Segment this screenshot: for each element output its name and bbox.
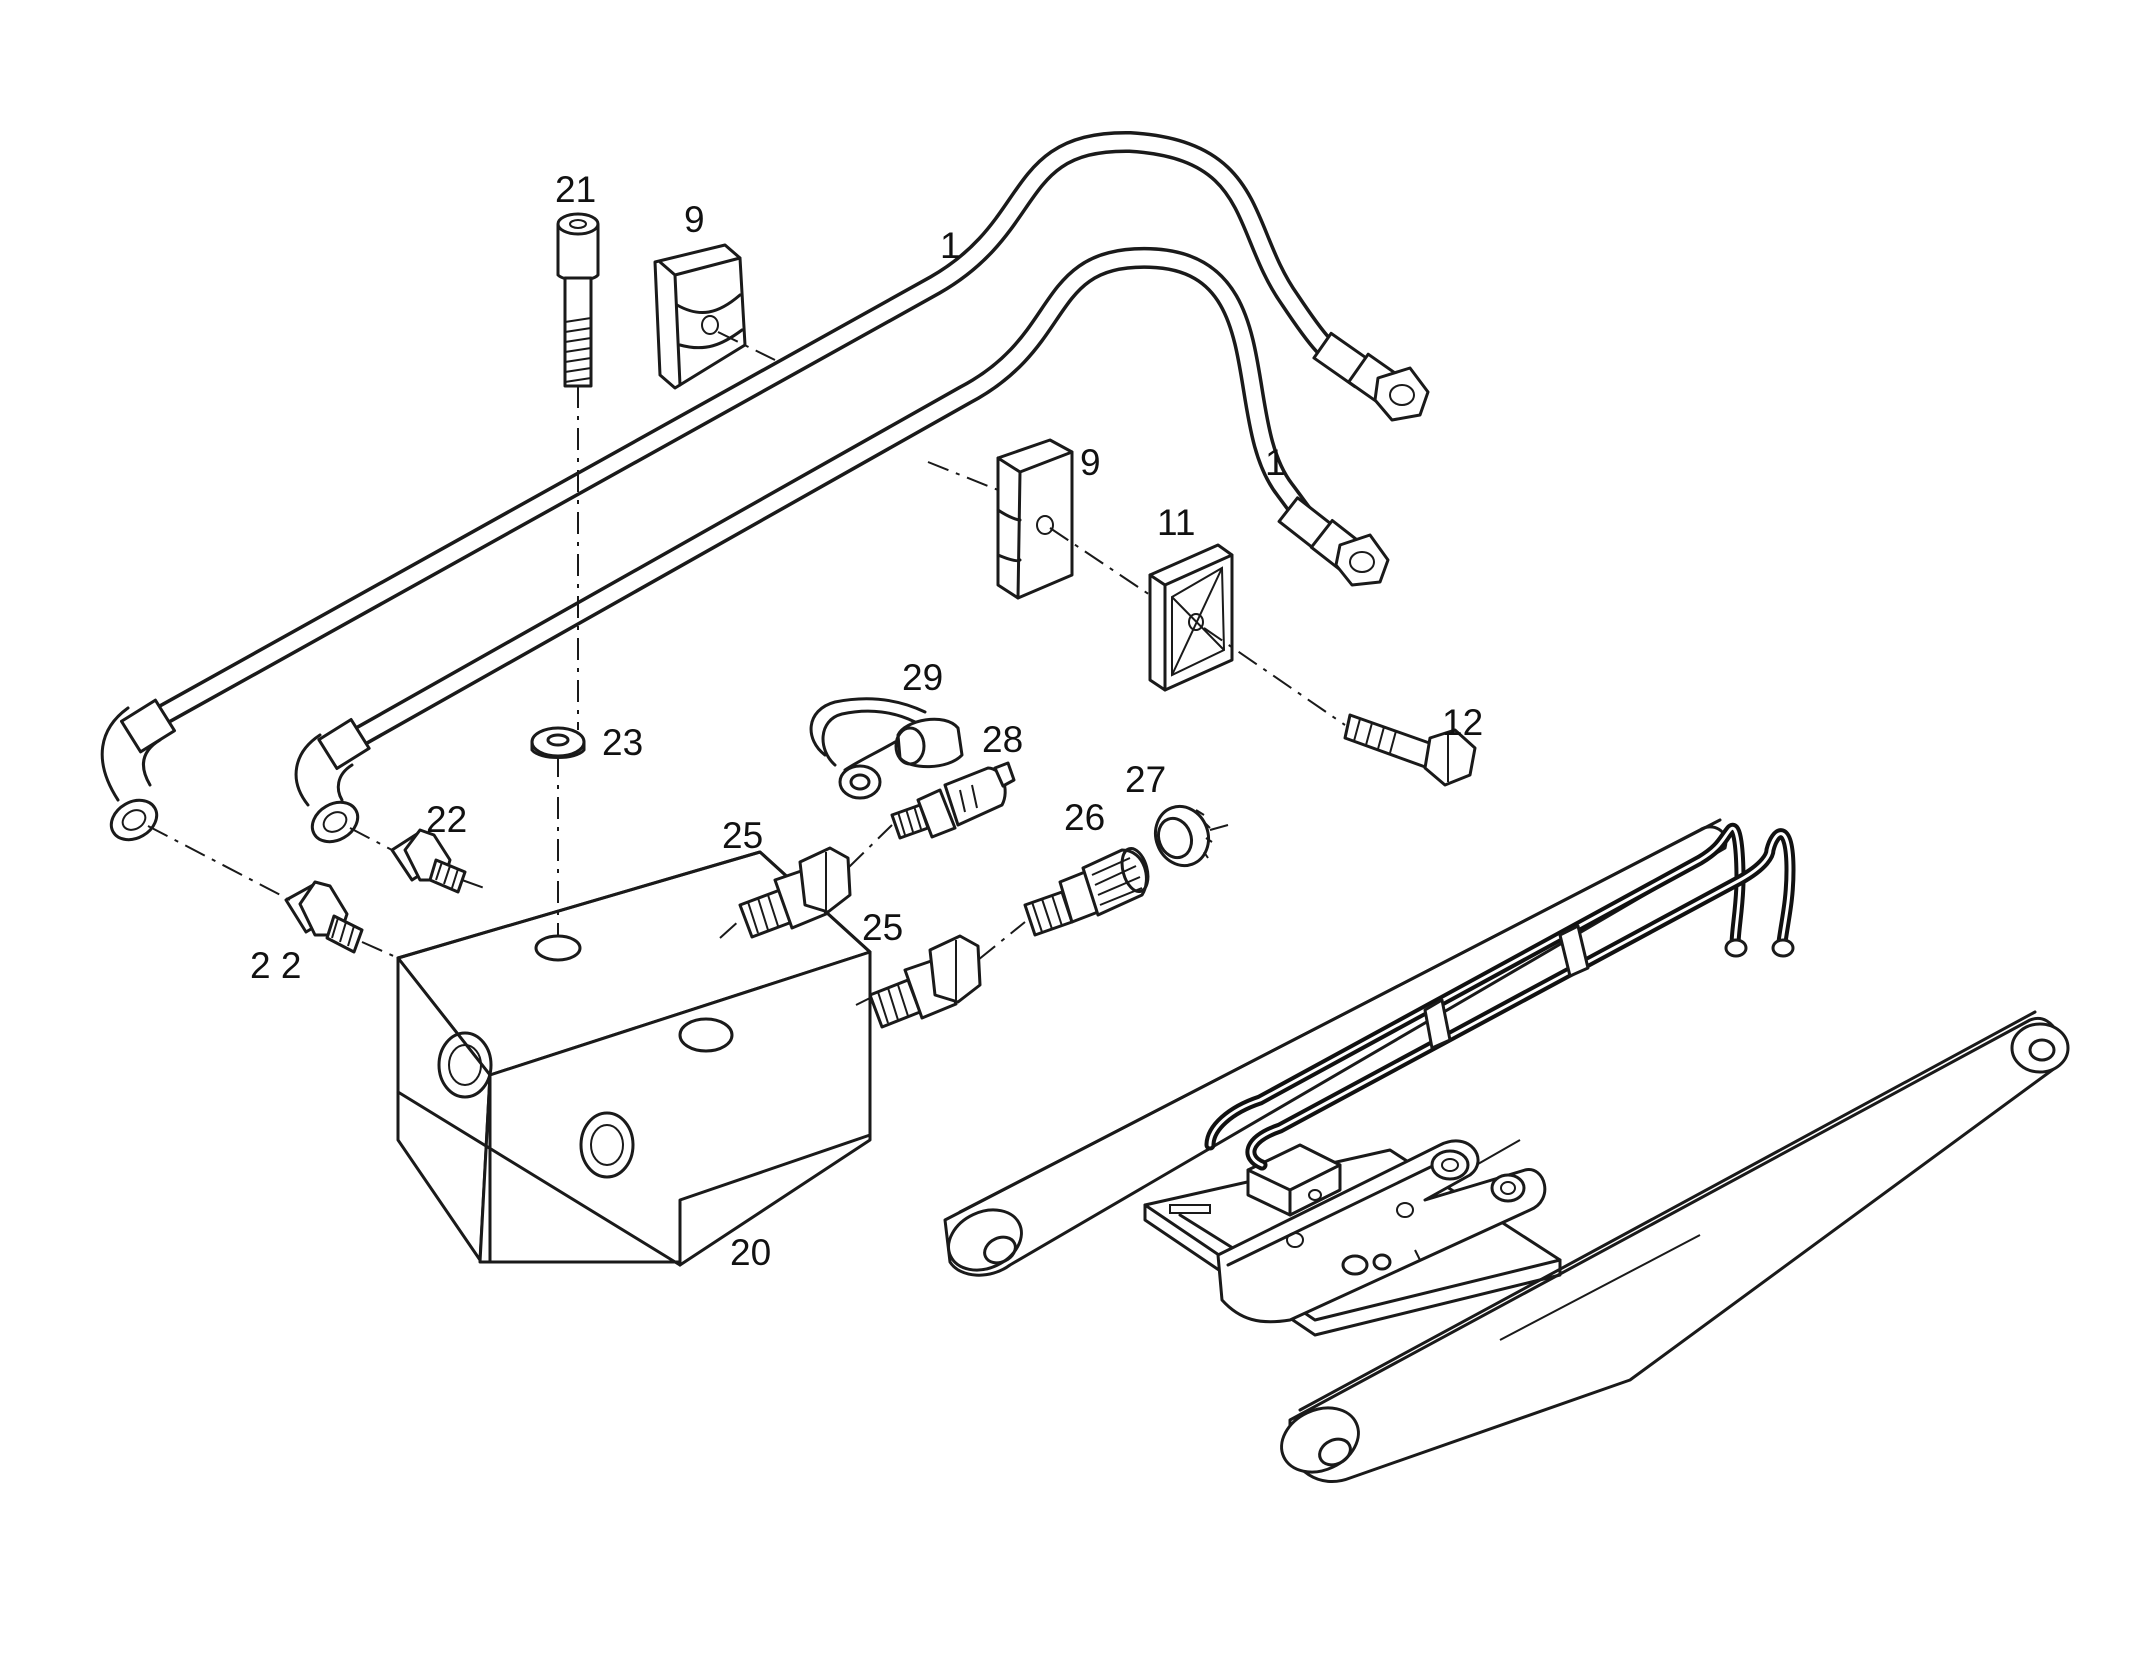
callout-9-lower: 9 xyxy=(1080,442,1101,483)
callout-1-upper: 1 xyxy=(940,225,961,266)
callout-labels: 1 1 9 9 11 12 20 21 22 2 2 23 25 25 26 2… xyxy=(250,169,1483,1273)
hose-lower-elbow xyxy=(294,718,371,844)
cover-plate xyxy=(1148,543,1234,692)
fitting-22-lower xyxy=(284,880,364,954)
callout-23: 23 xyxy=(602,722,643,763)
clamp-half-lower xyxy=(996,438,1074,600)
callout-20: 20 xyxy=(730,1232,771,1273)
callout-29: 29 xyxy=(902,657,943,698)
coupler-28 xyxy=(890,761,1016,840)
bolt-21 xyxy=(556,212,600,388)
fitting-22-upper xyxy=(390,828,467,894)
dust-ring-27 xyxy=(1154,804,1213,868)
coupler-26 xyxy=(1023,847,1150,937)
assembly-leader-lines xyxy=(147,331,1346,1006)
callout-12: 12 xyxy=(1442,702,1483,743)
callout-26: 26 xyxy=(1064,797,1105,838)
callout-21: 21 xyxy=(555,169,596,210)
callout-22-lower: 2 2 xyxy=(250,945,301,986)
lower-link-assembly xyxy=(943,818,2070,1484)
clamp-half-upper xyxy=(653,243,747,390)
hose-upper xyxy=(139,130,1356,733)
callout-27: 27 xyxy=(1125,759,1166,800)
fitting-25-upper xyxy=(738,846,852,939)
fitting-25-lower xyxy=(868,934,982,1029)
hose-upper-elbow xyxy=(100,698,176,842)
callout-9-upper: 9 xyxy=(684,199,705,240)
hose-upper-end-fitting xyxy=(1312,331,1430,422)
hose-lower xyxy=(339,246,1323,753)
bolt-12 xyxy=(1343,713,1477,787)
callout-25-lower: 25 xyxy=(862,907,903,948)
callout-28: 28 xyxy=(982,719,1023,760)
callout-11: 11 xyxy=(1157,502,1195,543)
callout-25-upper: 25 xyxy=(722,815,763,856)
callout-1-lower: 1 xyxy=(1265,442,1286,483)
washer-23 xyxy=(530,726,586,759)
callout-22-upper: 22 xyxy=(426,799,467,840)
dust-cap-29 xyxy=(809,697,964,800)
hose-lower-end-fitting xyxy=(1277,496,1390,587)
